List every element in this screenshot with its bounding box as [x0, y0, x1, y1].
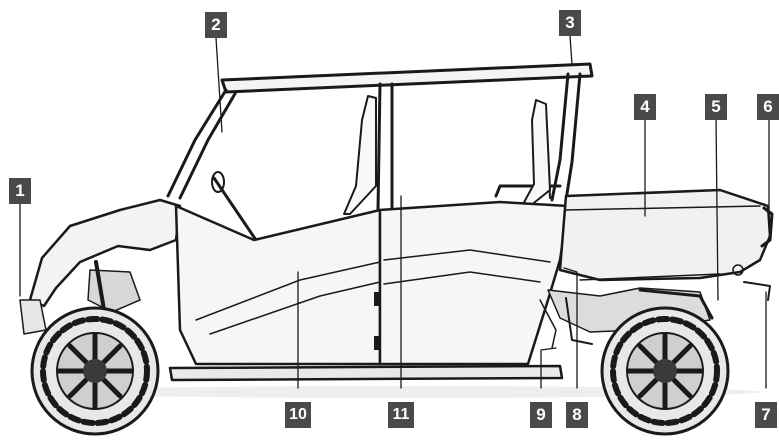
seats [343, 95, 551, 215]
leader-lines [19, 35, 770, 389]
body-panels [28, 188, 774, 382]
callout-6: 6 [757, 94, 779, 120]
roll-cage [166, 62, 594, 216]
callout-10: 10 [285, 402, 311, 428]
steering-wheel [211, 171, 258, 242]
callout-5: 5 [705, 94, 727, 120]
callout-9: 9 [530, 402, 552, 428]
ground-shadow [40, 386, 760, 398]
callout-8: 8 [566, 402, 588, 428]
front-wheel [30, 306, 160, 436]
callout-1: 1 [9, 178, 31, 204]
callout-11: 11 [388, 402, 414, 428]
callout-2: 2 [205, 12, 227, 38]
callout-4: 4 [634, 94, 656, 120]
rear-wheel [600, 306, 730, 436]
callout-7: 7 [755, 402, 777, 428]
callout-3: 3 [559, 10, 581, 36]
